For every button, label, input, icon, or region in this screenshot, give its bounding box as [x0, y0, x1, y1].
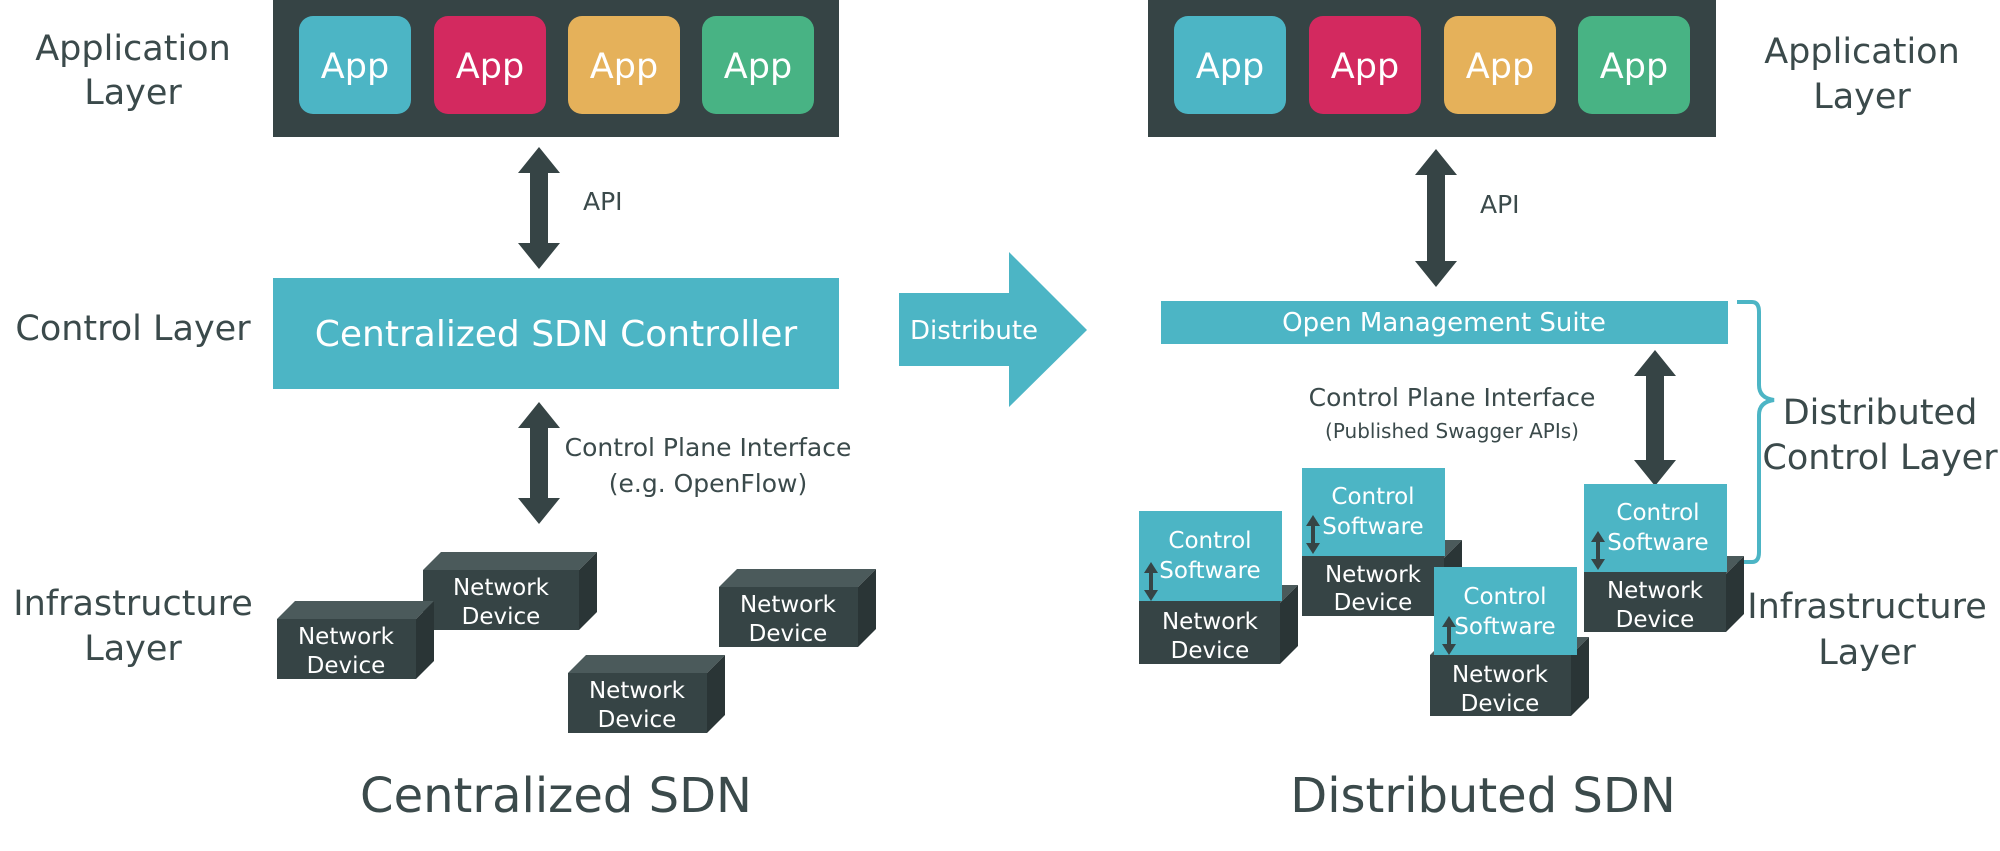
right-node-4-device-line1: Network	[1607, 578, 1704, 604]
left-cpi-label-line2: (e.g. OpenFlow)	[609, 469, 807, 498]
right-node-1-device-line2: Device	[1171, 638, 1250, 664]
right-node-1-software-line1: Control	[1168, 528, 1251, 554]
left-app-layer-label-line2: Layer	[84, 73, 182, 113]
right-app-layer-label-line1: Application	[1764, 32, 1960, 72]
right-api-label: API	[1480, 190, 1520, 219]
left-api-arrow	[518, 147, 560, 269]
left-api-label: API	[583, 187, 623, 216]
right-app-tile-4[interactable]	[1578, 16, 1690, 114]
right-node-1-software-line2: Software	[1159, 558, 1260, 584]
left-app-label-3: App	[590, 47, 658, 87]
distributed-control-label-line2: Control Layer	[1762, 438, 1998, 478]
right-app-label-2: App	[1331, 47, 1399, 87]
right-node-2-device-line1: Network	[1325, 562, 1422, 588]
left-app-tile-2[interactable]	[434, 16, 546, 114]
right-cpi-arrow	[1634, 350, 1676, 486]
left-device-4-line2: Device	[598, 707, 677, 733]
left-cpi-label-line1: Control Plane Interface	[565, 433, 852, 462]
left-device-3-line2: Device	[749, 621, 828, 647]
right-node-3-device-line2: Device	[1461, 691, 1540, 717]
distribute-label: Distribute	[910, 316, 1038, 346]
centralized-sdn-title: Centralized SDN	[360, 768, 752, 824]
right-infra-label-line2: Layer	[1818, 633, 1916, 673]
distributed-sdn-title: Distributed SDN	[1290, 768, 1676, 824]
right-node-2-software-line2: Software	[1322, 514, 1423, 540]
left-device-1-line1: Network	[453, 575, 550, 601]
right-app-label-1: App	[1196, 47, 1264, 87]
right-node-3-software-line2: Software	[1454, 614, 1555, 640]
left-network-device-2: Network Device	[277, 601, 434, 679]
left-app-label-4: App	[724, 47, 792, 87]
left-device-1-line2: Device	[462, 604, 541, 630]
left-infra-label-line1: Infrastructure	[13, 584, 253, 624]
left-app-label-2: App	[456, 47, 524, 87]
right-node-2-device-line2: Device	[1334, 590, 1413, 616]
left-app-label-1: App	[321, 47, 389, 87]
left-cpi-arrow	[518, 402, 560, 524]
open-management-suite-bar	[1161, 301, 1728, 344]
left-app-layer-label-line1: Application	[35, 29, 231, 69]
distributed-control-brace	[1737, 300, 1775, 564]
right-cpi-label-line2: (Published Swagger APIs)	[1325, 419, 1579, 443]
left-device-2-line2: Device	[307, 653, 386, 679]
left-control-layer-label: Control Layer	[15, 309, 251, 349]
centralized-sdn-controller-label: Centralized SDN Controller	[315, 314, 798, 355]
distribute-arrow	[899, 252, 1087, 407]
right-node-4: Network Device Control Software	[1584, 484, 1744, 633]
distributed-control-label-line1: Distributed	[1783, 393, 1978, 433]
left-network-device-3: Network Device	[719, 569, 876, 647]
right-app-tile-1[interactable]	[1174, 16, 1286, 114]
left-app-tile-1[interactable]	[299, 16, 411, 114]
right-node-4-device-line2: Device	[1616, 607, 1695, 633]
left-infra-label-line2: Layer	[84, 629, 182, 669]
right-node-1: Network Device Control Software	[1139, 511, 1298, 664]
left-network-device-4: Network Device	[568, 655, 725, 733]
right-node-3: Network Device Control Software	[1430, 567, 1589, 717]
right-node-2-software-line1: Control	[1331, 484, 1414, 510]
right-api-arrow	[1415, 149, 1457, 287]
left-device-3-line1: Network	[740, 592, 837, 618]
right-node-1-device-line1: Network	[1162, 609, 1259, 635]
right-app-layer-label-line2: Layer	[1813, 77, 1911, 117]
left-network-device-1: Network Device	[423, 552, 597, 630]
right-node-3-software-line1: Control	[1463, 584, 1546, 610]
right-cpi-label-line1: Control Plane Interface	[1309, 383, 1596, 412]
right-app-tile-3[interactable]	[1444, 16, 1556, 114]
right-infra-label-line1: Infrastructure	[1747, 587, 1987, 627]
left-app-tile-3[interactable]	[568, 16, 680, 114]
left-device-4-line1: Network	[589, 678, 686, 704]
right-node-4-software-line2: Software	[1607, 530, 1708, 556]
centralized-sdn-controller-box	[273, 278, 839, 389]
right-app-label-3: App	[1466, 47, 1534, 87]
right-node-4-software-line1: Control	[1616, 500, 1699, 526]
right-app-label-4: App	[1600, 47, 1668, 87]
open-management-suite-label: Open Management Suite	[1282, 308, 1606, 338]
right-app-tile-2[interactable]	[1309, 16, 1421, 114]
left-device-2-line1: Network	[298, 624, 395, 650]
right-node-3-device-line1: Network	[1452, 662, 1549, 688]
left-app-tile-4[interactable]	[702, 16, 814, 114]
